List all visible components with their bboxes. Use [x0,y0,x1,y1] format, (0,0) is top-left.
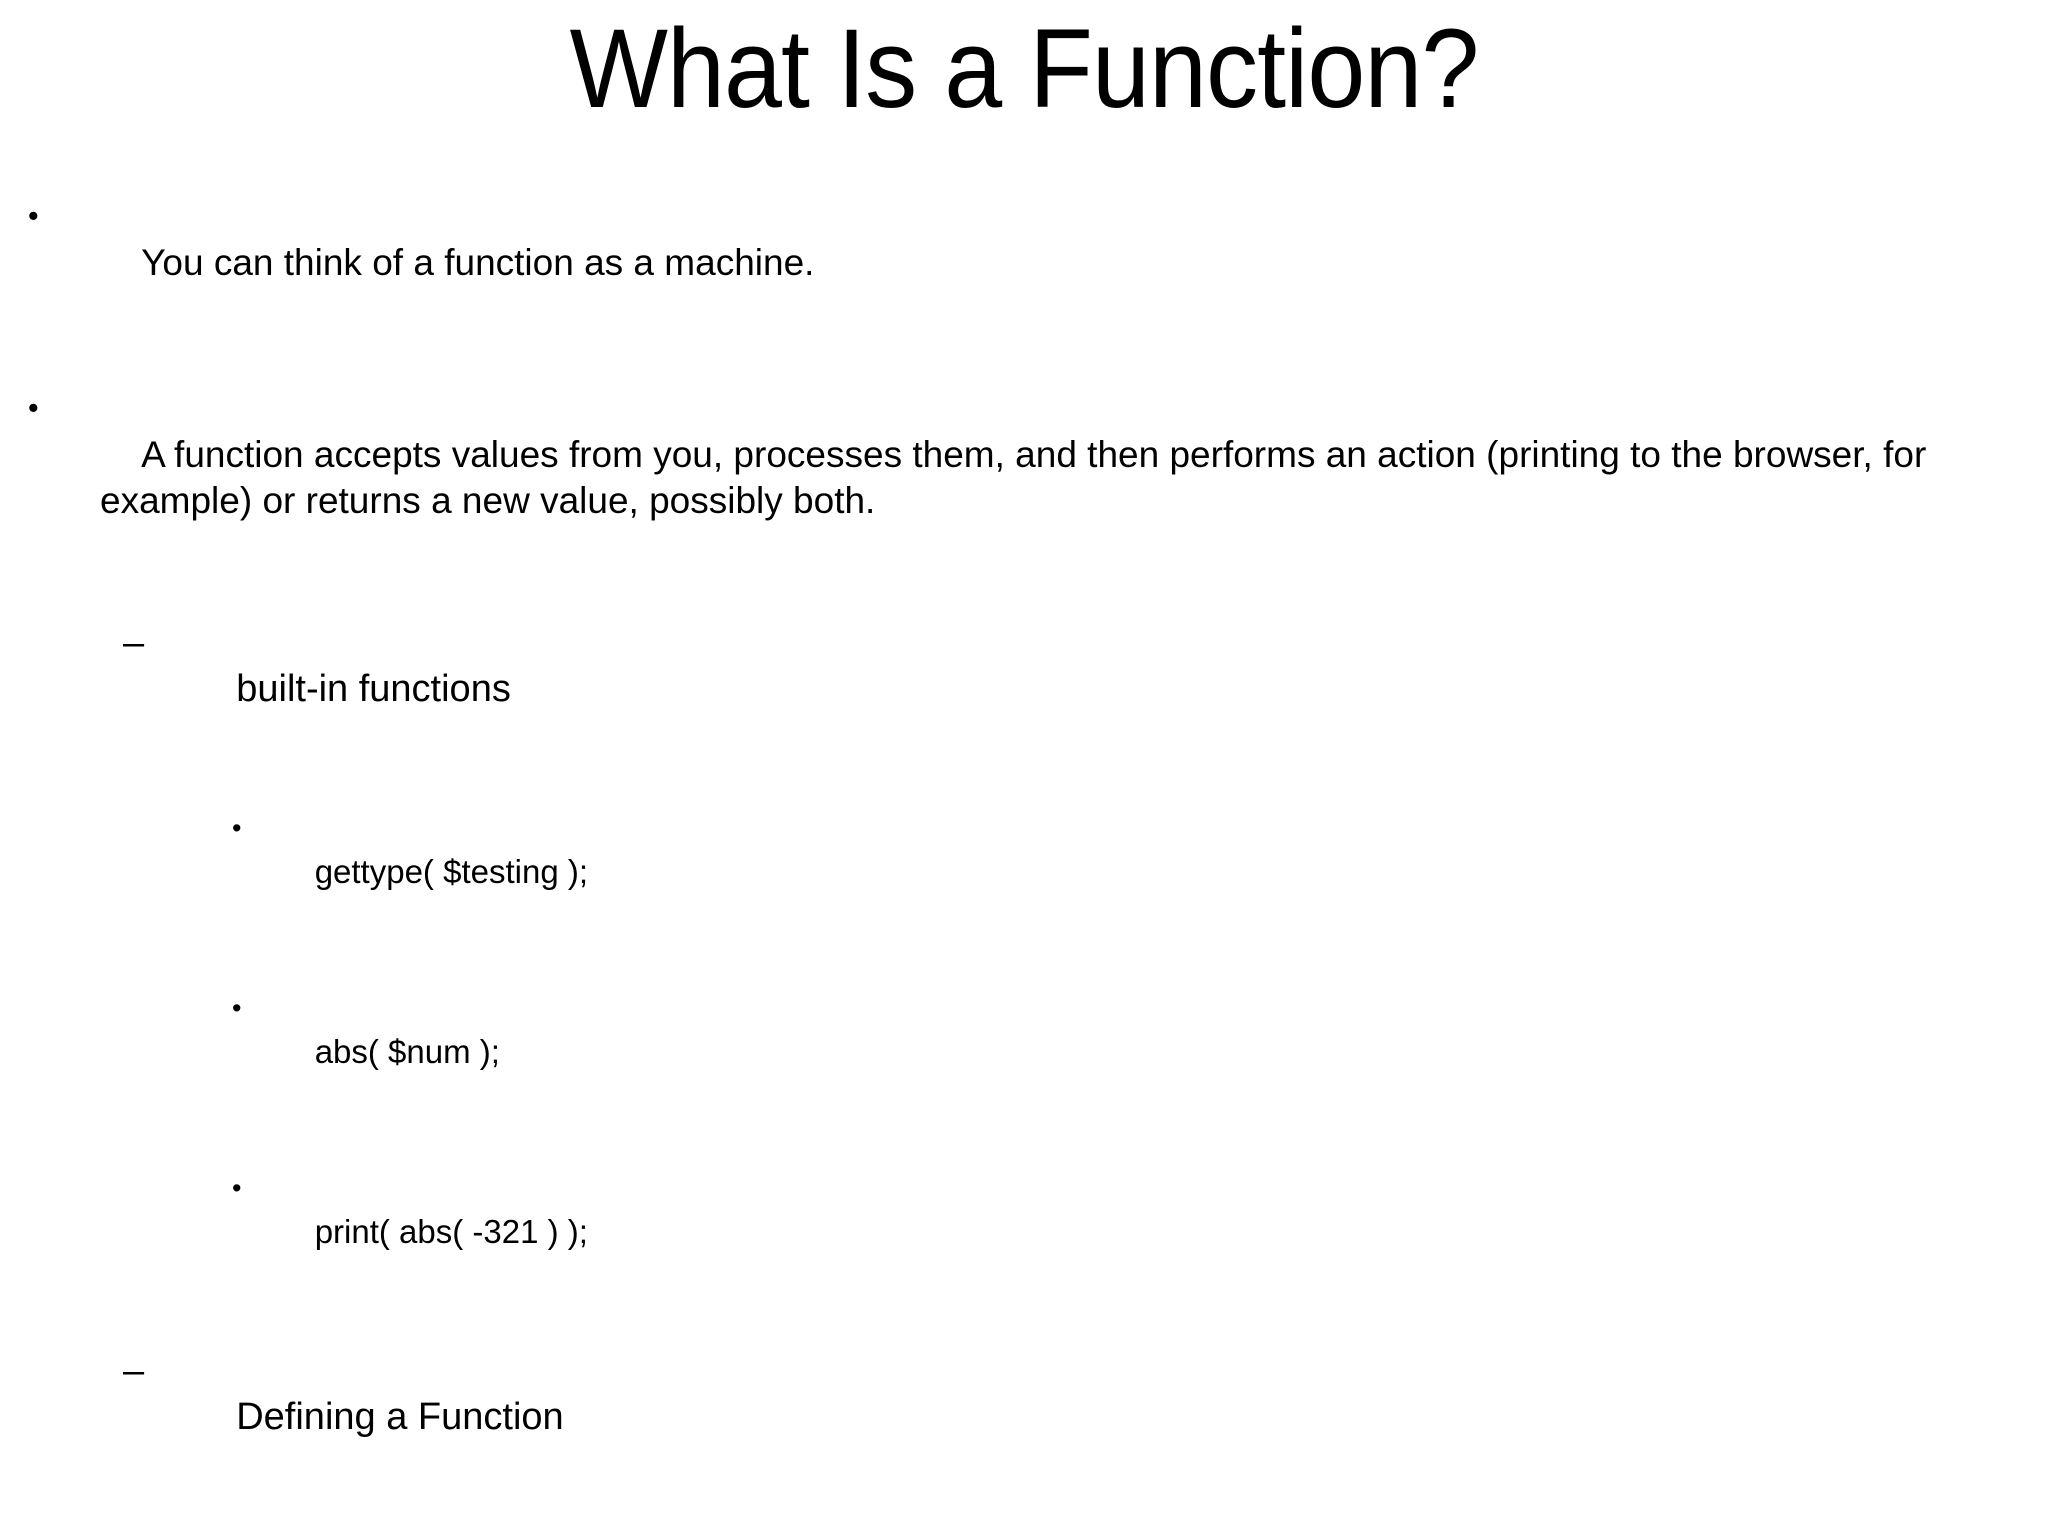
line-text: Defining a Function [236,1396,564,1438]
bullet-icon: • [232,813,242,843]
dash-icon: – [123,622,145,664]
outline-line: • abs( $num ); [0,942,2048,1118]
outline-line: • You can think of a function as a machi… [0,148,1960,332]
outline-line: • function some_function( $argument1, $a… [0,1490,2048,1536]
line-text: You can think of a function as a machine… [141,242,815,283]
dash-icon: – [123,1350,145,1392]
line-text: abs( $num ); [314,1033,500,1070]
line-text: built-in functions [236,668,511,710]
outline-line: • print( abs( -321 ) ); [0,1122,2048,1298]
outline-line: • A function accepts values from you, pr… [0,340,1960,570]
slide-outline: • You can think of a function as a machi… [0,140,2048,1536]
outline-line: – built-in functions [0,574,2048,758]
bullet-icon: • [28,392,39,425]
line-text: print( abs( -321 ) ); [314,1213,588,1250]
bullet-icon: • [28,200,39,233]
slide-title: What Is a Function? [569,6,1480,131]
line-text: A function accepts values from you, proc… [100,434,1937,521]
bullet-icon: • [232,993,242,1023]
outline-line: • gettype( $testing ); [0,762,2048,938]
bullet-icon: • [232,1173,242,1203]
outline-line: – Defining a Function [0,1302,2048,1486]
line-text: gettype( $testing ); [314,853,589,890]
